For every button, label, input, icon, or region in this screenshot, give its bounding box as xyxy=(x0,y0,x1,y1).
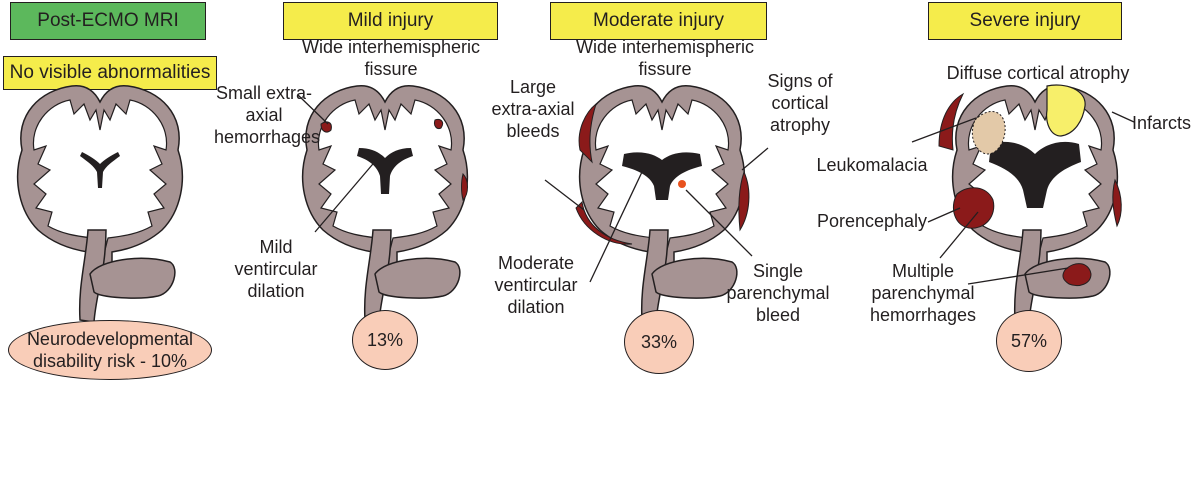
mild-ventricles xyxy=(357,148,413,194)
normal-brain xyxy=(16,84,184,323)
pointer-large-bleeds xyxy=(544,179,585,211)
risk-mild: 13% xyxy=(352,310,418,370)
pointer-multiple-hemorrhages-right xyxy=(967,267,1069,285)
post-ecmo-header: Post-ECMO MRI xyxy=(10,2,206,40)
severe-atrophy-label: Diffuse cortical atrophy xyxy=(946,63,1130,83)
risk-severe: 57% xyxy=(996,310,1062,372)
porencephaly-cavity xyxy=(953,187,995,229)
risk-baseline: Neurodevelopmental disability risk - 10% xyxy=(8,320,212,380)
mild-fissure-label: Wide interhemispheric fissure xyxy=(301,37,481,79)
pointer-single-bleed xyxy=(685,189,753,257)
large-extra-axial-bleed-right xyxy=(738,170,750,232)
moderate-fissure-label: Wide interhemispheric fissure xyxy=(575,37,755,79)
pointer-multiple-hemorrhages-left xyxy=(939,211,979,259)
large-extra-axial-bleed-left xyxy=(578,102,597,164)
leukomalacia-region xyxy=(971,110,1006,155)
severe-hemorrhage-right xyxy=(1112,178,1122,228)
pointer-mild-ventricular xyxy=(314,157,379,233)
moderate-injury-header: Moderate injury xyxy=(550,2,767,40)
mild-injury-brain xyxy=(301,84,469,323)
pointer-porencephaly xyxy=(927,207,961,223)
moderate-ventricles xyxy=(622,152,702,200)
mild-extra-axial-label: Small extra-axial hemorrhages xyxy=(214,83,321,147)
moderate-injury-brain xyxy=(575,84,750,323)
single-parenchymal-bleed xyxy=(678,180,686,188)
infarct-region xyxy=(1046,84,1086,137)
small-extra-axial-hemorrhage-left xyxy=(320,121,332,133)
small-extra-axial-hemorrhage-right xyxy=(434,119,444,129)
severe-ventricles xyxy=(989,141,1081,208)
moderate-ventricular-label: Moderate ventircular dilation xyxy=(494,253,578,317)
mild-ventricular-label: Mild ventircular dilation xyxy=(234,237,318,301)
risk-moderate: 33% xyxy=(624,310,694,374)
pointer-small-extra-axial xyxy=(297,94,329,125)
severe-porencephaly-label: Porencephaly xyxy=(816,211,928,231)
pointer-cortical-atrophy xyxy=(741,147,769,171)
pointer-leukomalacia xyxy=(911,117,977,143)
pointer-moderate-ventricular xyxy=(589,171,643,283)
severe-extra-axial-bleed xyxy=(938,92,965,151)
severe-injury-brain xyxy=(938,84,1122,323)
pointer-infarcts xyxy=(1111,111,1135,123)
moderate-bleeds-label: Large extra-axial bleeds xyxy=(491,77,575,141)
severe-infarcts-label: Infarcts xyxy=(1132,113,1192,133)
severe-hemorrhages-label: Multiple parenchymal hemorrhages xyxy=(869,261,977,325)
moderate-atrophy-label: Signs of cortical atrophy xyxy=(767,71,833,135)
mild-injury-header: Mild injury xyxy=(283,2,498,40)
severe-injury-header: Severe injury xyxy=(928,2,1122,40)
normal-ventricles xyxy=(80,152,120,188)
moderate-parenchymal-label: Single parenchymal bleed xyxy=(726,261,830,325)
severe-leukomalacia-label: Leukomalacia xyxy=(816,155,928,175)
small-extra-axial-hemorrhage-side xyxy=(461,173,468,201)
multiple-parenchymal-hemorrhage xyxy=(1062,263,1092,287)
large-extra-axial-bleed-bottom xyxy=(575,200,633,245)
